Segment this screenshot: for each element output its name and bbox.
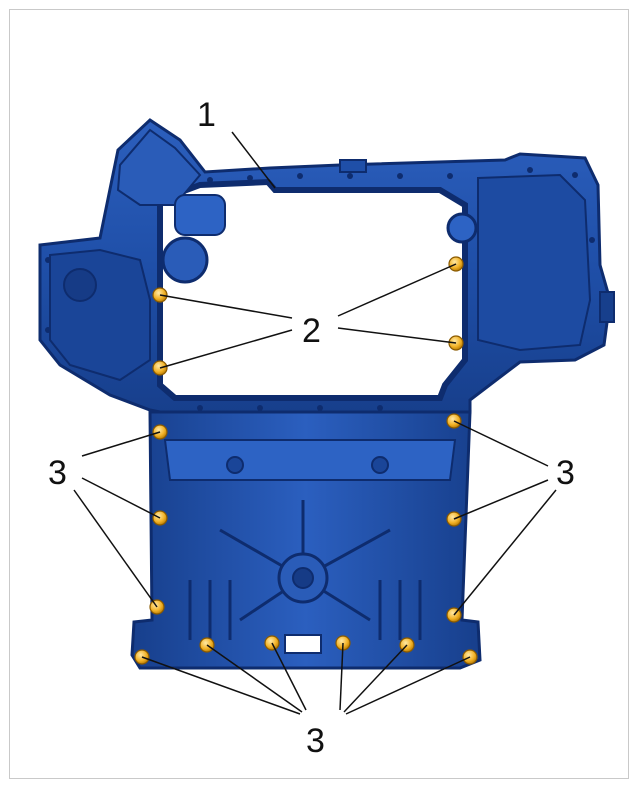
leader-3-right-c — [453, 489, 557, 616]
callout-1: 1 — [197, 96, 216, 134]
leader-3-bottom-a — [141, 656, 301, 715]
leader-3-bottom-f — [345, 656, 471, 715]
callout-2: 2 — [302, 312, 321, 350]
upper-housing — [38, 118, 615, 414]
leader-2-c — [337, 263, 457, 317]
callout-3-right: 3 — [556, 454, 575, 492]
leader-3-bottom-c — [271, 642, 307, 711]
callout-3-bottom: 3 — [306, 722, 325, 760]
leader-3-right-a — [453, 420, 549, 467]
leader-2-d — [337, 327, 457, 344]
leader-1 — [231, 131, 276, 189]
leader-3-bottom-e — [343, 644, 408, 713]
callouts: 1 2 3 3 3 — [48, 96, 575, 760]
leader-3-left-c — [73, 489, 158, 608]
lower-sump — [130, 410, 482, 670]
callout-3-left: 3 — [48, 454, 67, 492]
leader-lines — [73, 131, 557, 715]
leader-3-left-a — [81, 431, 161, 457]
leader-3-right-b — [453, 479, 549, 520]
leader-3-left-b — [81, 477, 161, 519]
leader-2-b — [159, 329, 293, 369]
leader-3-bottom-d — [339, 642, 344, 711]
leader-2-a — [159, 294, 293, 319]
leader-3-bottom-b — [206, 644, 303, 713]
